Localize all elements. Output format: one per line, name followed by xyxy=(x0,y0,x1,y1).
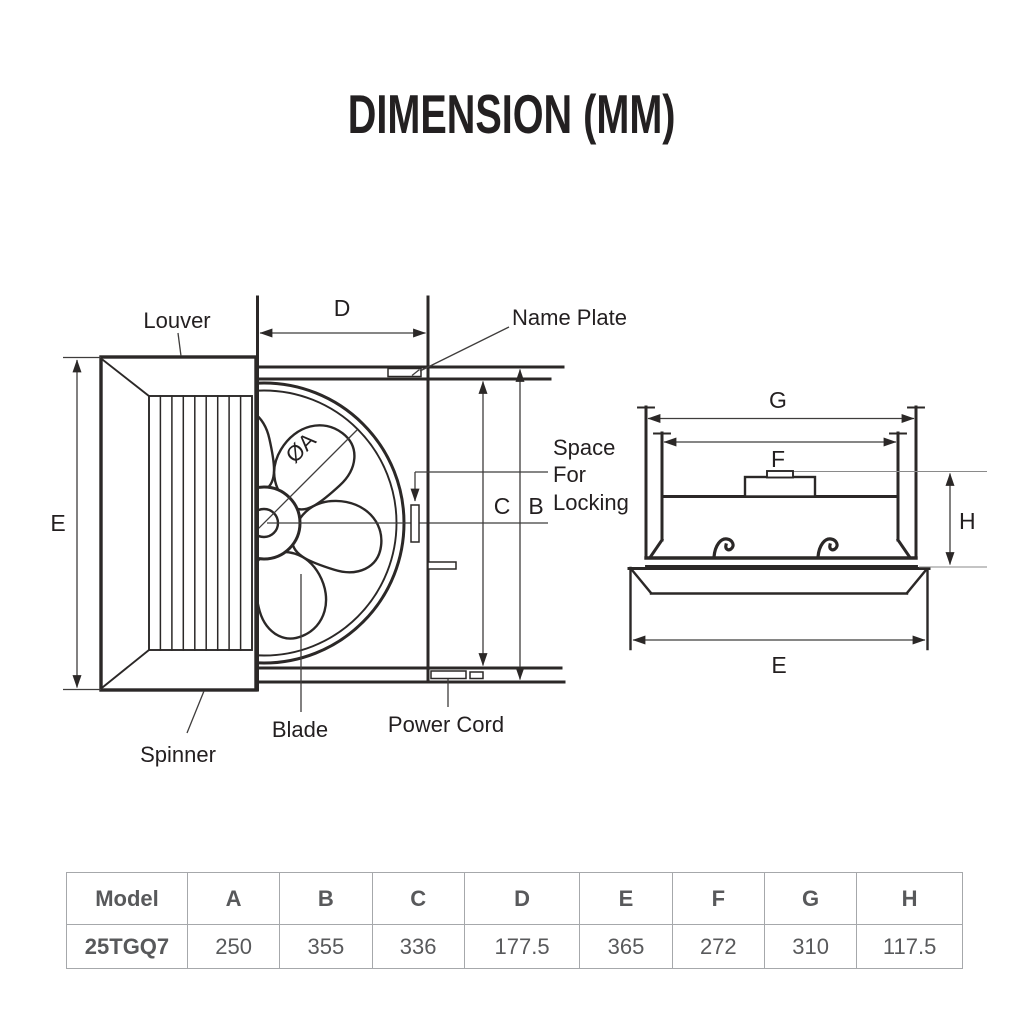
header-model: Model xyxy=(66,872,188,925)
wall-flare-left xyxy=(647,537,665,560)
locking-label-line2: For xyxy=(553,462,586,487)
part-labels: Louver Spinner Blade Power Cord Name Pla… xyxy=(140,305,627,767)
mount-tab xyxy=(427,561,457,570)
locking-tab xyxy=(410,504,420,543)
louver-profile xyxy=(627,566,931,651)
value-c: 336 xyxy=(371,924,465,969)
spring-clip-right xyxy=(816,537,839,559)
power-cord-outlet xyxy=(430,670,467,680)
dimension-f-label: F xyxy=(771,446,785,472)
dimension-h: H xyxy=(794,470,987,568)
header-b: B xyxy=(279,872,373,925)
locking-label-line3: Locking xyxy=(553,490,629,515)
dimension-e-label: E xyxy=(50,510,65,536)
value-f: 272 xyxy=(671,924,765,969)
fan-housing xyxy=(254,295,566,692)
dimension-table: Model A B C D E F G H 25TGQ7 250 355 336… xyxy=(66,872,963,969)
dimension-g: G xyxy=(647,387,915,423)
side-view-diagram: ØA xyxy=(50,295,629,767)
table-value-row: 25TGQ7 250 355 336 177.5 365 272 310 117… xyxy=(66,924,963,969)
value-h: 117.5 xyxy=(856,924,963,969)
spring-clip-left xyxy=(712,537,735,559)
header-f: F xyxy=(671,872,765,925)
header-c: C xyxy=(371,872,465,925)
dimension-h-label: H xyxy=(959,508,976,534)
page-title: DIMENSION (MM) xyxy=(348,83,676,145)
terminal-box-knob xyxy=(766,470,794,479)
dimension-e-right-label: E xyxy=(771,652,786,678)
diameter-a-line xyxy=(251,429,358,536)
louver-leader xyxy=(177,332,182,357)
value-g: 310 xyxy=(763,924,858,969)
dimension-b-label: B xyxy=(528,493,543,519)
header-h: H xyxy=(856,872,963,925)
locking-label-line1: Space xyxy=(553,435,615,460)
power-cord-plug xyxy=(469,671,484,680)
value-e: 365 xyxy=(579,924,673,969)
dimension-e-right: E xyxy=(632,635,926,678)
header-e: E xyxy=(579,872,673,925)
louver-slat-panel xyxy=(148,395,253,651)
dimension-d-label: D xyxy=(334,295,351,321)
header-d: D xyxy=(463,872,581,925)
louver-slant-left xyxy=(630,568,653,595)
louver-slats xyxy=(159,395,242,651)
louver-slant-right xyxy=(905,568,928,595)
louver-label: Louver xyxy=(143,308,210,333)
dimension-f: F xyxy=(663,437,897,472)
name-plate-label: Name Plate xyxy=(512,305,627,330)
dimension-g-label: G xyxy=(769,387,787,413)
terminal-box xyxy=(743,475,817,498)
dimension-c: C xyxy=(478,380,511,667)
louver-front xyxy=(99,355,258,692)
space-for-locking-callout: Space For Locking xyxy=(410,435,629,515)
duct-body xyxy=(637,405,925,567)
table-header-row: Model A B C D E F G H xyxy=(66,872,963,925)
blade-label: Blade xyxy=(272,717,328,742)
name-plate-detail xyxy=(411,368,420,377)
spinner-label: Spinner xyxy=(140,742,216,767)
dimension-b: B xyxy=(515,368,544,681)
wall-flare-right xyxy=(895,537,913,560)
header-a: A xyxy=(186,872,281,925)
name-plate-leader xyxy=(419,326,510,372)
value-b: 355 xyxy=(279,924,373,969)
spinner-leader xyxy=(186,690,205,734)
name-plate xyxy=(387,367,422,378)
louver-bevel-top xyxy=(101,358,151,398)
fan-blade xyxy=(273,424,356,511)
header-g: G xyxy=(763,872,858,925)
louver-bevel-bottom xyxy=(101,648,151,689)
dimension-e-left: E xyxy=(50,356,101,691)
dimension-d: D xyxy=(259,295,427,338)
rear-view-diagram: G F H E xyxy=(627,387,987,678)
value-d: 177.5 xyxy=(463,924,581,969)
page-title-wrap: DIMENSION (MM) xyxy=(0,82,1024,146)
value-model: 25TGQ7 xyxy=(66,924,188,969)
power-cord-label: Power Cord xyxy=(388,712,504,737)
dimension-c-label: C xyxy=(494,493,511,519)
value-a: 250 xyxy=(186,924,281,969)
